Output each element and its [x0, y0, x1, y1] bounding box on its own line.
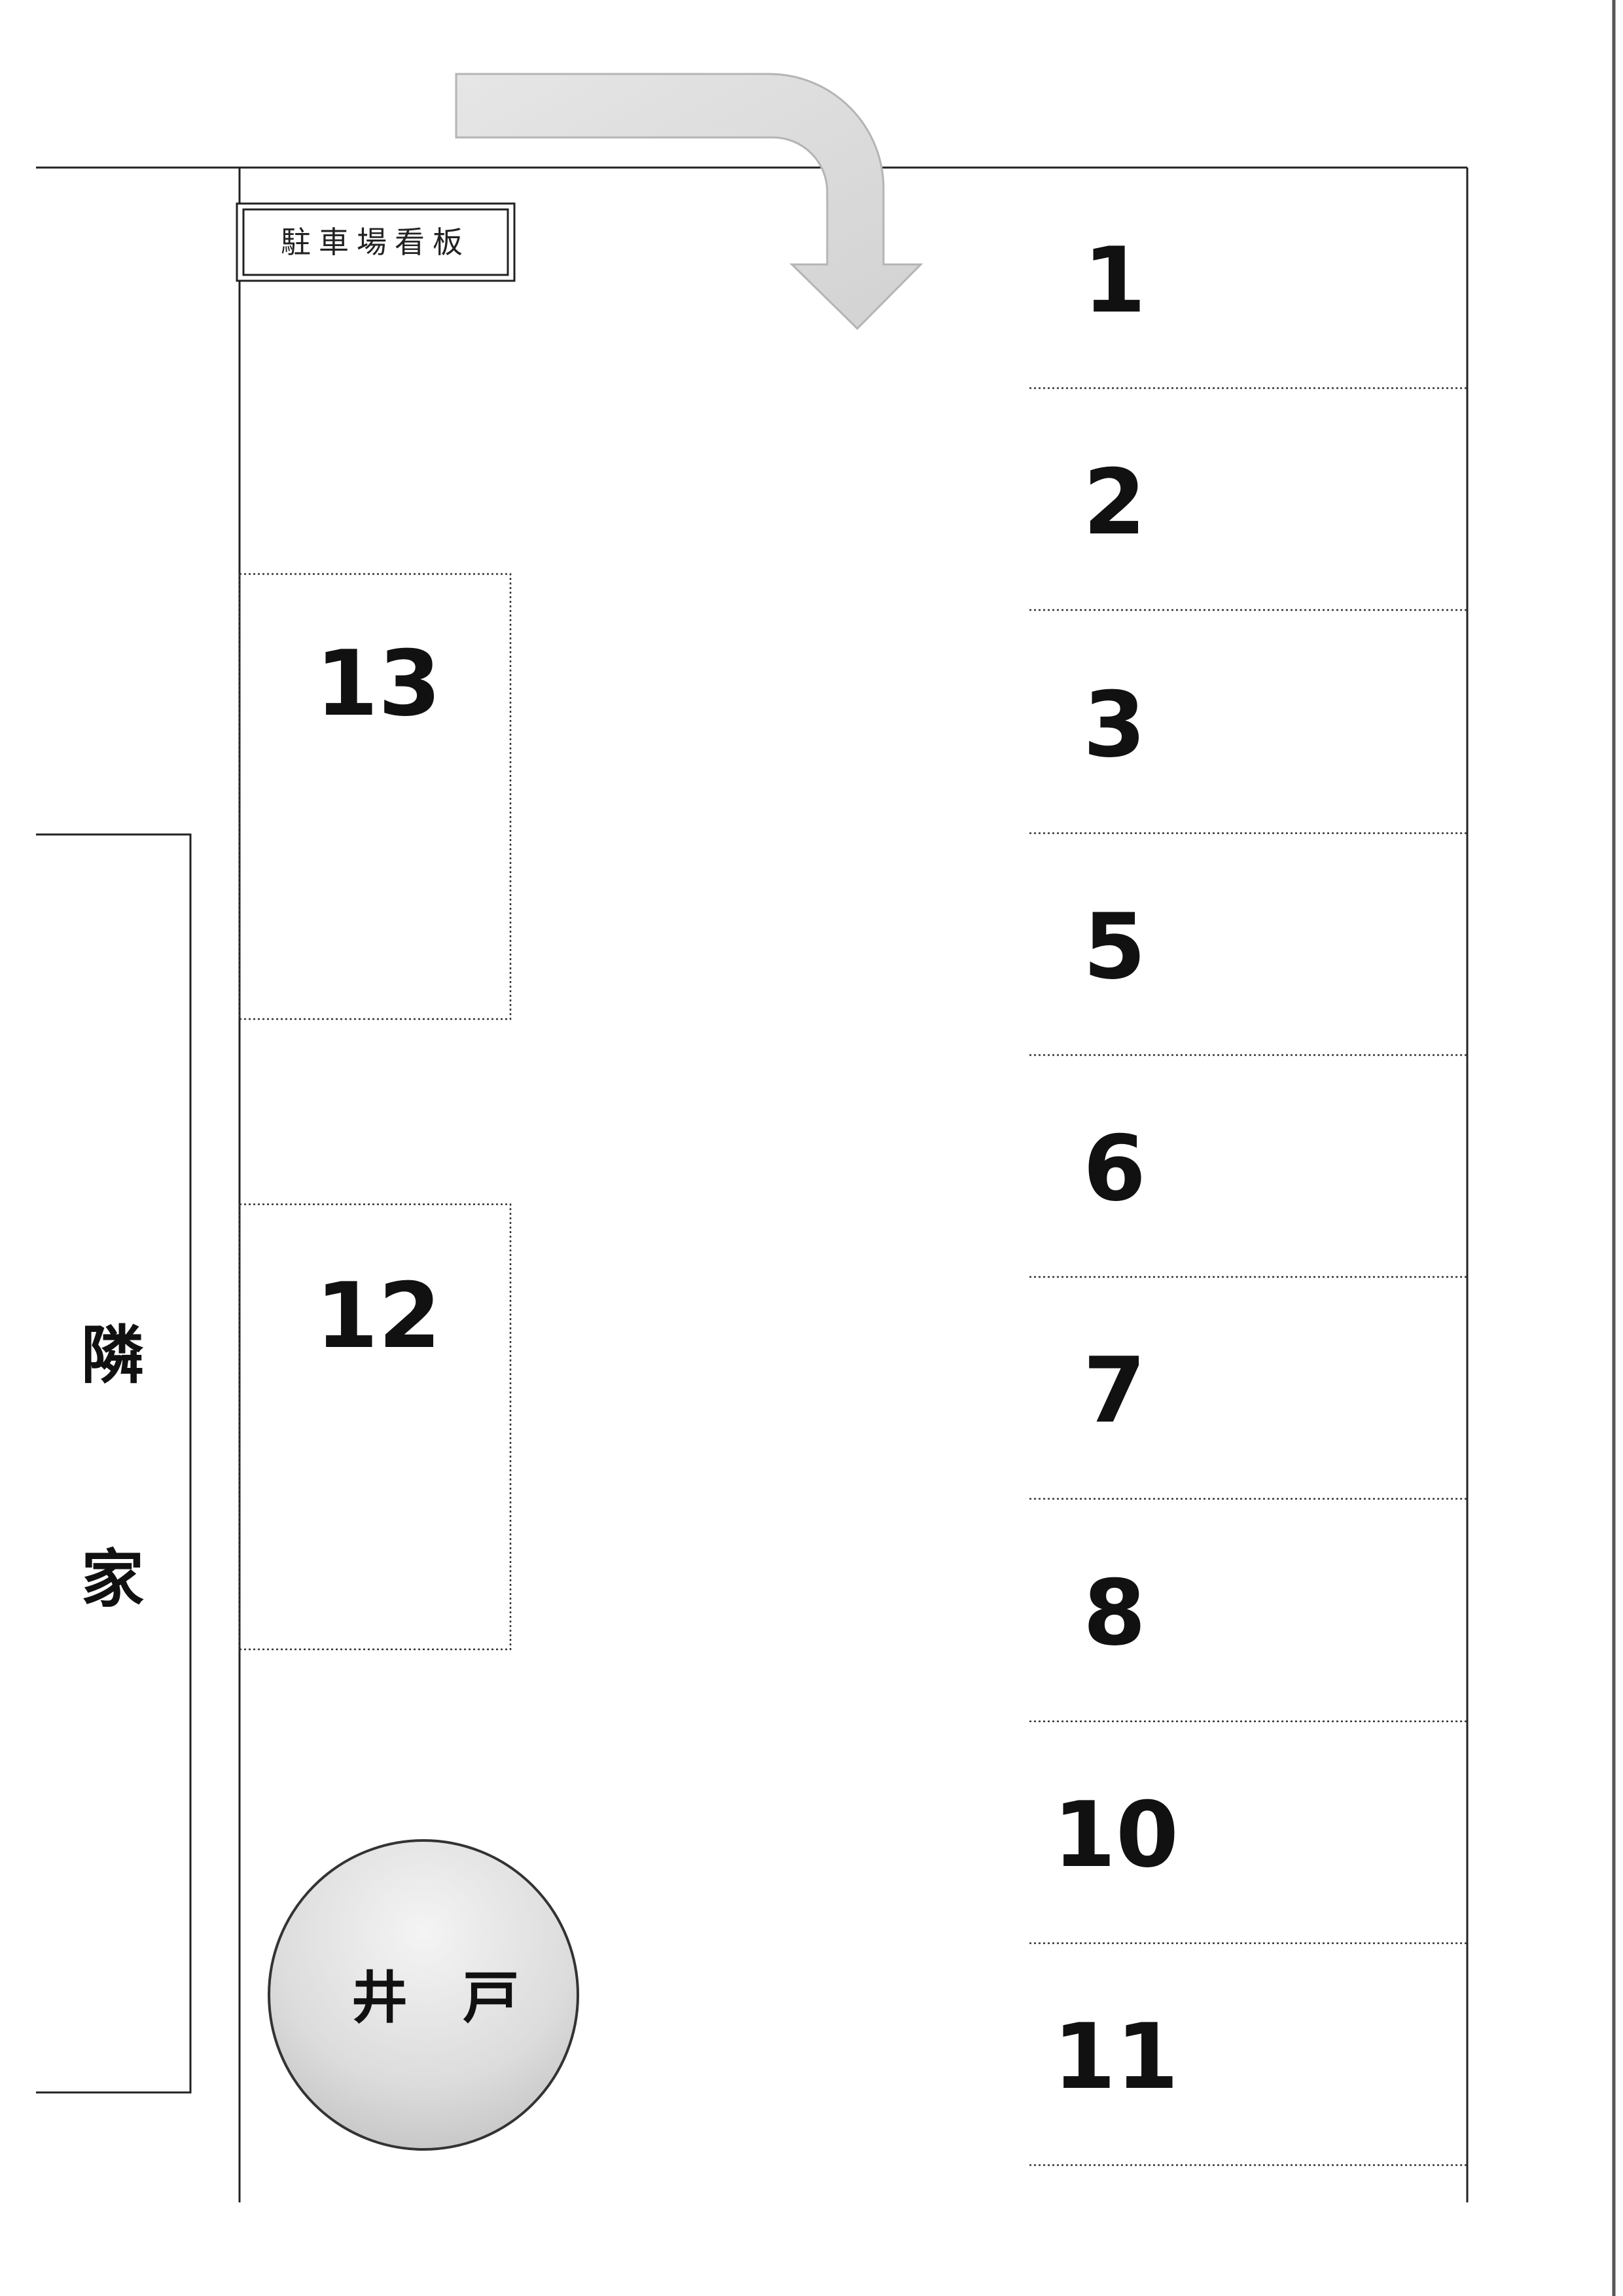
neighbor-label-2: 家 [81, 1543, 144, 1616]
parking-sign: 駐車場看板 [236, 202, 516, 282]
well-label-1: 井 [351, 1965, 408, 2031]
neighbor-label-1: 隣 [81, 1319, 144, 1392]
space-11-number: 11 [1053, 2004, 1179, 2109]
entrance-arrow [455, 73, 923, 331]
space-1-number: 1 [1083, 228, 1146, 333]
well-label-2: 戸 [463, 1965, 519, 2031]
space-13-number: 13 [315, 631, 441, 736]
space-12-box [238, 1203, 512, 1651]
space-10-number: 10 [1053, 1782, 1179, 1888]
parking-sign-label: 駐車場看板 [281, 224, 471, 260]
space-2-number: 2 [1083, 450, 1146, 555]
space-13-box [238, 573, 512, 1020]
space-3-number: 3 [1083, 672, 1146, 778]
neighbor-house-outline [36, 833, 192, 2094]
space-8-number: 8 [1083, 1560, 1146, 1666]
space-6-number: 6 [1083, 1116, 1146, 1221]
space-5-number: 5 [1083, 894, 1146, 999]
space-7-number: 7 [1083, 1338, 1146, 1443]
well: 井 戸 [268, 1839, 579, 2151]
space-12-number: 12 [315, 1263, 441, 1369]
right-space-dividers [1029, 387, 1467, 2166]
